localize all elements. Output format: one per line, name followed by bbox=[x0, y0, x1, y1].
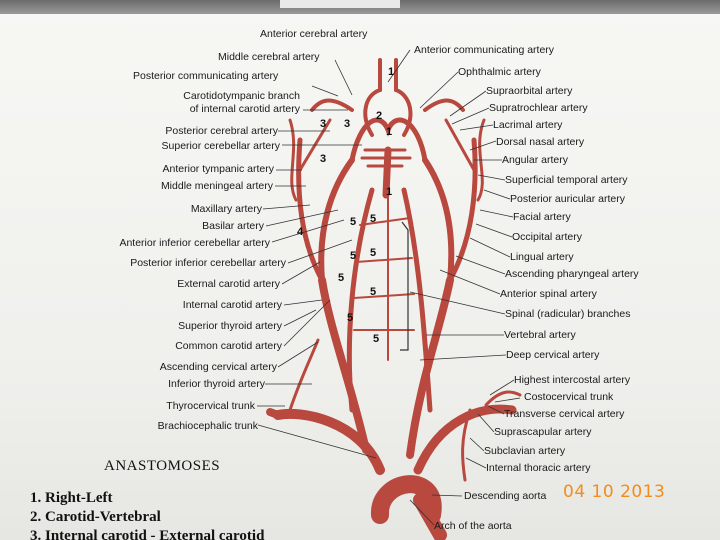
label-posterior-auricular: Posterior auricular artery bbox=[510, 193, 625, 205]
anastomosis-number: 5 bbox=[370, 213, 377, 225]
label-anterior-cerebral: Anterior cerebral artery bbox=[260, 28, 368, 40]
label-carotidotympanic: Carotidotympanic branch bbox=[183, 90, 300, 102]
label-dorsal-nasal: Dorsal nasal artery bbox=[496, 136, 585, 148]
label-superficial-temporal: Superficial temporal artery bbox=[505, 174, 628, 186]
label-angular: Angular artery bbox=[502, 154, 568, 166]
monitor-top-bezel bbox=[0, 0, 720, 14]
anastomoses-item: 1. Right-Left bbox=[30, 490, 113, 506]
label-occipital: Occipital artery bbox=[512, 231, 583, 243]
label-arch-aorta: Arch of the aorta bbox=[434, 520, 512, 532]
label-ophthalmic: Ophthalmic artery bbox=[458, 66, 541, 78]
label-ascending-pharyngeal: Ascending pharyngeal artery bbox=[505, 268, 639, 280]
anastomosis-number: 5 bbox=[370, 247, 377, 259]
label-anterior-spinal: Anterior spinal artery bbox=[500, 288, 597, 300]
label-brachiocephalic: Brachiocephalic trunk bbox=[157, 420, 258, 432]
label-vertebral: Vertebral artery bbox=[504, 329, 576, 341]
label-lingual: Lingual artery bbox=[510, 251, 574, 263]
label-internal-carotid: Internal carotid artery bbox=[182, 299, 282, 311]
label-aica: Anterior inferior cerebellar artery bbox=[119, 237, 270, 249]
label-superior-cerebellar: Superior cerebellar artery bbox=[161, 140, 280, 152]
anastomoses-item: 3. Internal carotid - External carotid bbox=[30, 528, 265, 540]
anastomosis-number: 1 bbox=[388, 66, 395, 78]
label-ascending-cervical: Ascending cervical artery bbox=[159, 361, 277, 373]
anastomosis-number: 1 bbox=[386, 126, 393, 138]
anastomosis-number: 4 bbox=[297, 226, 304, 238]
label-lacrimal: Lacrimal artery bbox=[493, 119, 563, 131]
window-tab bbox=[280, 0, 400, 8]
label-anterior-tympanic: Anterior tympanic artery bbox=[162, 163, 274, 175]
anastomosis-number: 1 bbox=[386, 186, 393, 198]
label-superior-thyroid: Superior thyroid artery bbox=[178, 320, 282, 332]
label-facial: Facial artery bbox=[513, 211, 571, 223]
camera-date-stamp: 04 10 2013 bbox=[563, 482, 666, 502]
label-descending-aorta: Descending aorta bbox=[464, 490, 547, 502]
label-posterior-cerebral: Posterior cerebral artery bbox=[165, 125, 278, 137]
label-posterior-communicating: Posterior communicating artery bbox=[133, 70, 279, 82]
label-inferior-thyroid: Inferior thyroid artery bbox=[168, 378, 265, 390]
anastomosis-number: 2 bbox=[376, 110, 383, 122]
label-pica: Posterior inferior cerebellar artery bbox=[130, 257, 286, 269]
anastomosis-number: 3 bbox=[344, 118, 351, 130]
label-highest-intercostal: Highest intercostal artery bbox=[514, 374, 631, 386]
label-spinal-branches: Spinal (radicular) branches bbox=[505, 308, 631, 320]
label-external-carotid: External carotid artery bbox=[177, 278, 280, 290]
anastomosis-number: 5 bbox=[350, 250, 357, 262]
label-suprascapular: Suprascapular artery bbox=[494, 426, 592, 438]
label-maxillary: Maxillary artery bbox=[190, 203, 262, 215]
anastomosis-number: 5 bbox=[347, 312, 354, 324]
anastomosis-number: 3 bbox=[320, 118, 327, 130]
anastomoses-item: 2. Carotid-Vertebral bbox=[30, 509, 161, 525]
label-transverse-cervical: Transverse cervical artery bbox=[504, 408, 625, 420]
label-anterior-communicating: Anterior communicating artery bbox=[414, 44, 555, 56]
anastomosis-number: 5 bbox=[338, 272, 345, 284]
anastomosis-number: 5 bbox=[373, 333, 380, 345]
anastomosis-number: 5 bbox=[370, 286, 377, 298]
label-middle-meningeal: Middle meningeal artery bbox=[160, 180, 273, 192]
anastomoses-title: ANASTOMOSES bbox=[104, 458, 221, 474]
label-thyrocervical: Thyrocervical trunk bbox=[166, 400, 255, 412]
label-supraorbital: Supraorbital artery bbox=[486, 85, 573, 97]
label-middle-cerebral: Middle cerebral artery bbox=[218, 51, 320, 63]
label-costocervical: Costocervical trunk bbox=[524, 391, 614, 403]
label-carotidotympanic-2: of internal carotid artery bbox=[189, 103, 300, 115]
anastomosis-number: 3 bbox=[320, 153, 327, 165]
label-deep-cervical: Deep cervical artery bbox=[506, 349, 600, 361]
anastomosis-number: 5 bbox=[350, 216, 357, 228]
label-internal-thoracic: Internal thoracic artery bbox=[486, 462, 591, 474]
label-supratrochlear: Supratrochlear artery bbox=[489, 102, 588, 114]
label-basilar: Basilar artery bbox=[202, 220, 264, 232]
label-subclavian: Subclavian artery bbox=[484, 445, 566, 457]
label-common-carotid: Common carotid artery bbox=[175, 340, 282, 352]
